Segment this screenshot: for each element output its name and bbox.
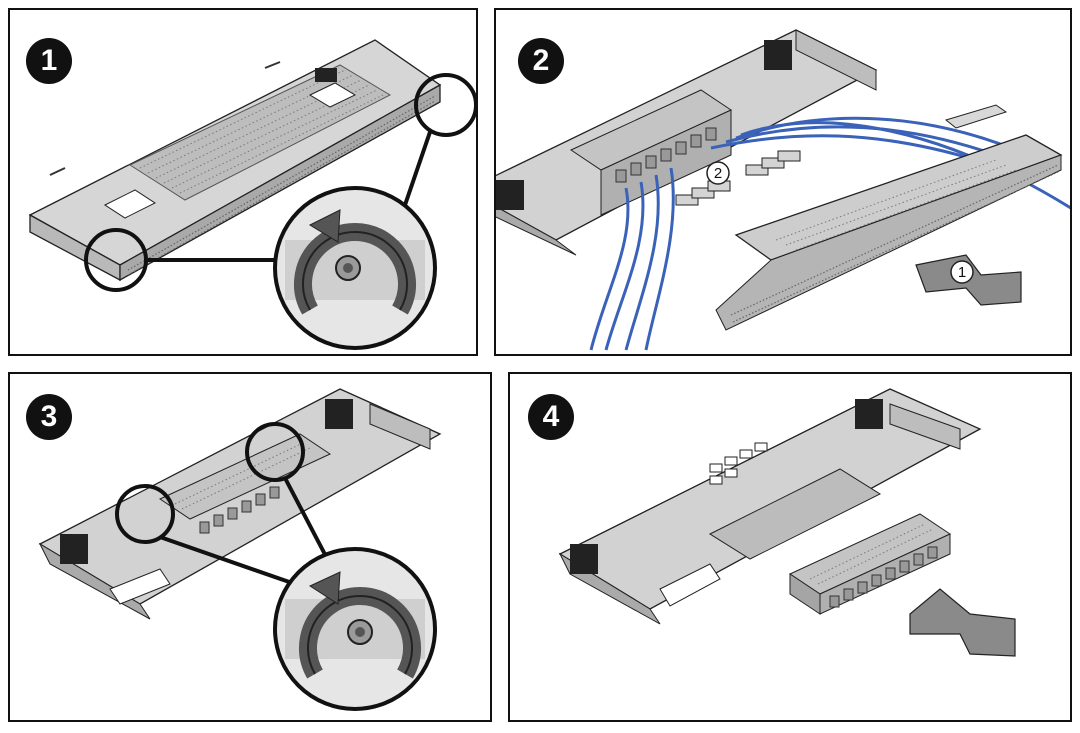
step-3-illustration	[38, 388, 442, 711]
step-3-badge: 3	[26, 394, 72, 440]
step-2-badge: 2	[518, 38, 564, 84]
step-2-panel: 2	[494, 8, 1072, 356]
screw-highlight-right	[245, 422, 305, 482]
detail-magnifier	[273, 186, 437, 350]
port-module	[158, 433, 332, 534]
step-4-badge: 4	[528, 394, 574, 440]
step-3-panel: 3	[8, 372, 492, 722]
step-2-illustration: 1 2	[496, 29, 1070, 351]
tray-assembly	[28, 39, 442, 282]
chassis-frame	[38, 388, 442, 620]
step-4-panel: 4	[508, 372, 1072, 722]
port-module	[788, 513, 952, 615]
step-4-illustration	[558, 388, 1016, 657]
step-1-illustration	[28, 39, 476, 350]
detail-magnifier	[273, 547, 437, 711]
callout-1: 1	[958, 264, 966, 281]
step-1-badge: 1	[26, 38, 72, 84]
step-1-panel: 1	[8, 8, 478, 356]
removal-arrow	[909, 588, 1016, 657]
screw-highlight-right	[414, 73, 476, 137]
chassis-frame	[558, 388, 982, 625]
callout-2: 2	[714, 165, 722, 182]
front-cover	[715, 104, 1063, 331]
port-module	[569, 89, 733, 216]
screw-highlight-left	[115, 484, 175, 544]
